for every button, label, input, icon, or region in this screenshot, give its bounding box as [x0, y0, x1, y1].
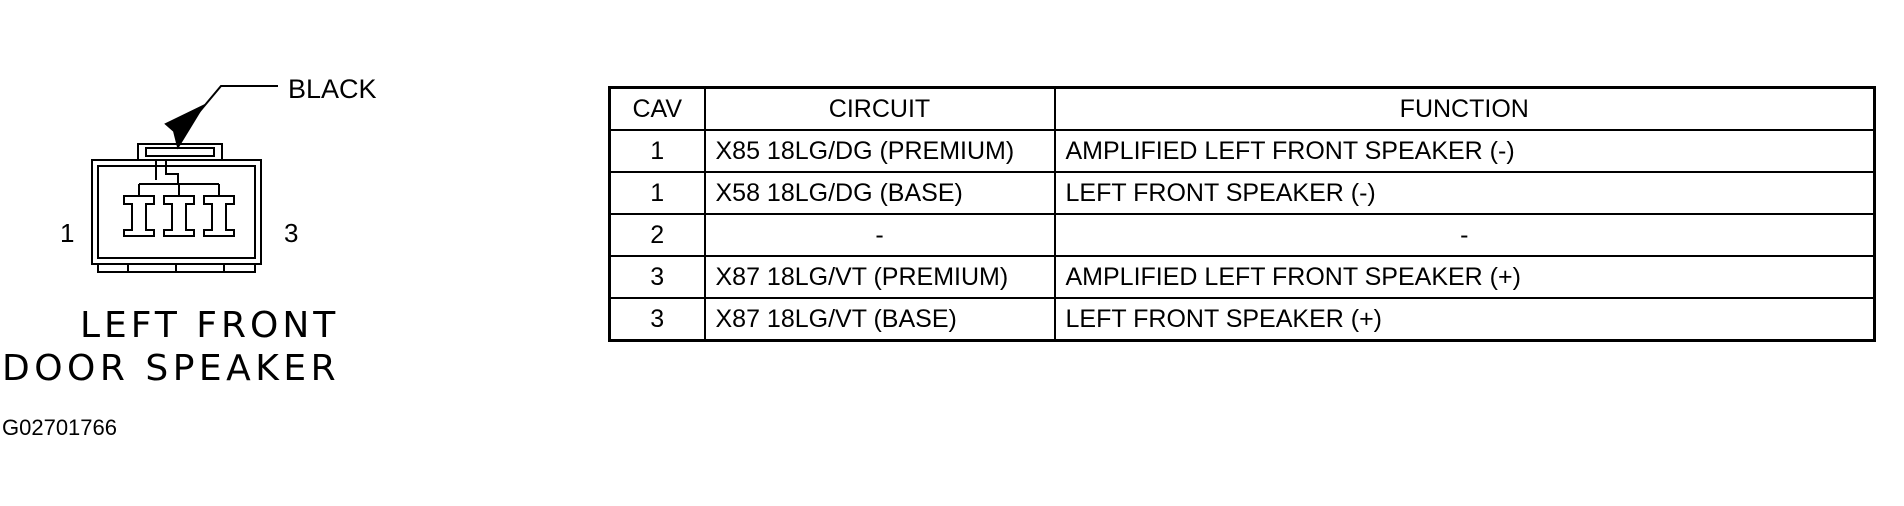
color-leader-arrow	[194, 85, 278, 118]
pin-1-label: 1	[60, 218, 74, 248]
cell-cav: 3	[608, 255, 706, 299]
cell-circuit: X87 18LG/VT (PREMIUM)	[703, 255, 1056, 299]
cell-function: LEFT FRONT SPEAKER (-)	[1053, 171, 1876, 215]
connector-body	[91, 143, 262, 273]
cell-function: AMPLIFIED LEFT FRONT SPEAKER (-)	[1053, 129, 1876, 173]
table-row: 3 X87 18LG/VT (BASE) LEFT FRONT SPEAKER …	[608, 297, 1876, 342]
connector-diagram: BLACK 1 3	[60, 74, 377, 273]
pinout-table: CAV CIRCUIT FUNCTION 1 X85 18LG/DG (PREM…	[608, 86, 1876, 342]
header-cav: CAV	[608, 86, 706, 131]
header-circuit: CIRCUIT	[703, 86, 1056, 131]
table-row: 1 X58 18LG/DG (BASE) LEFT FRONT SPEAKER …	[608, 171, 1876, 215]
color-arrow-head	[164, 103, 206, 150]
image-reference-id: G02701766	[2, 415, 117, 440]
cell-cav: 1	[608, 171, 706, 215]
pin-3-label: 3	[284, 218, 298, 248]
cell-function: LEFT FRONT SPEAKER (+)	[1053, 297, 1876, 342]
cell-circuit: -	[703, 213, 1056, 257]
connector-caption-line-1: LEFT FRONT	[80, 305, 340, 346]
cell-function: -	[1053, 213, 1876, 257]
color-label: BLACK	[288, 74, 377, 104]
cell-circuit: X58 18LG/DG (BASE)	[703, 171, 1056, 215]
header-function: FUNCTION	[1053, 86, 1876, 131]
connector-caption-line-2: DOOR SPEAKER	[2, 348, 341, 389]
table-row: 3 X87 18LG/VT (PREMIUM) AMPLIFIED LEFT F…	[608, 255, 1876, 299]
cell-circuit: X87 18LG/VT (BASE)	[703, 297, 1056, 342]
cell-circuit: X85 18LG/DG (PREMIUM)	[703, 129, 1056, 173]
table-row: 1 X85 18LG/DG (PREMIUM) AMPLIFIED LEFT F…	[608, 129, 1876, 173]
cell-cav: 1	[608, 129, 706, 173]
table-header-row: CAV CIRCUIT FUNCTION	[608, 86, 1876, 131]
cell-function: AMPLIFIED LEFT FRONT SPEAKER (+)	[1053, 255, 1876, 299]
table-row: 2 - -	[608, 213, 1876, 257]
cell-cav: 3	[608, 297, 706, 342]
cell-cav: 2	[608, 213, 706, 257]
